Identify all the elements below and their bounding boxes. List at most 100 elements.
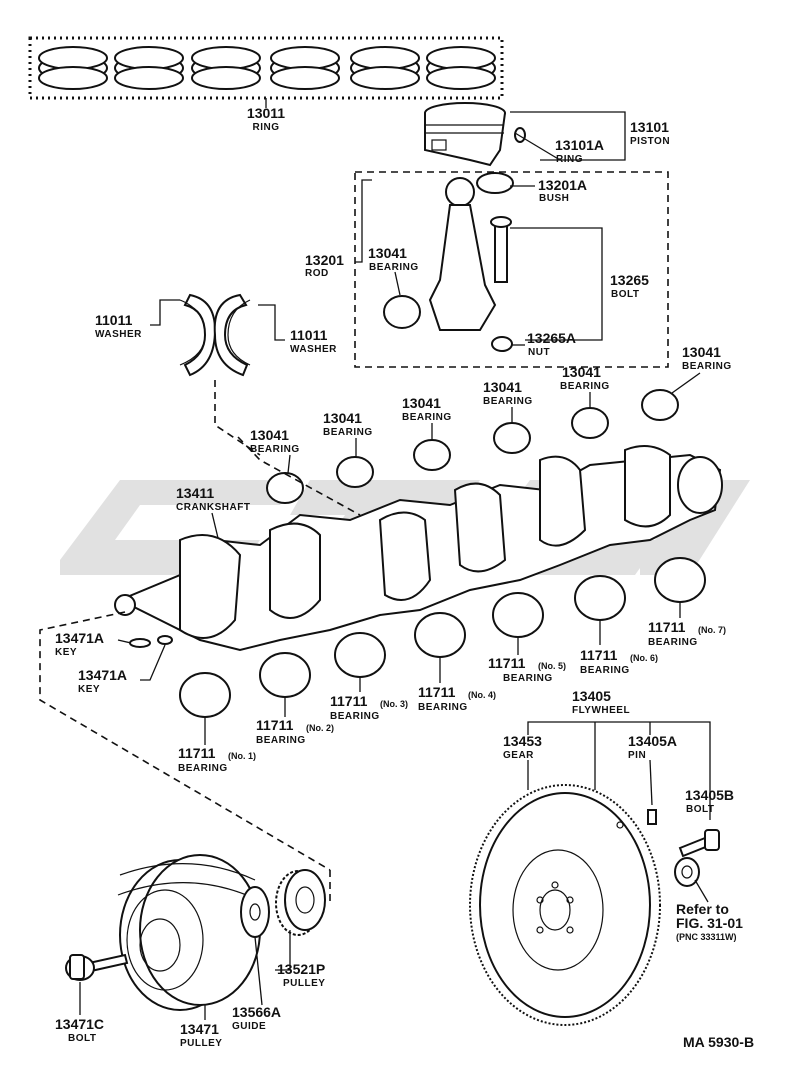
- piston-ring-part-number: 13101A: [555, 137, 604, 153]
- piston-name: PISTON: [630, 136, 670, 147]
- refer-line2: FIG. 31-01: [676, 915, 743, 931]
- main4-number: (No. 4): [468, 690, 496, 700]
- key-a-name: KEY: [55, 647, 77, 658]
- rod-bearing-name: BEARING: [369, 262, 419, 273]
- ring-set: 13011 RING: [28, 36, 504, 133]
- main2-name: BEARING: [256, 735, 306, 746]
- main2-number: (No. 2): [306, 723, 334, 733]
- pulley-group: 13471C BOLT 13471 PULLEY 13566A GUIDE 13…: [55, 854, 331, 1049]
- pin-name: PIN: [628, 750, 646, 761]
- rod-name: ROD: [305, 268, 329, 279]
- flywheel-group: 13405 FLYWHEEL 13453 GEAR 13405A PIN 134…: [469, 688, 743, 1026]
- main4-name: BEARING: [418, 702, 468, 713]
- bearing-f-name: BEARING: [682, 361, 732, 372]
- main-bearing-2: 11711 (No. 2) BEARING: [256, 652, 334, 746]
- main1-part-number: 11711: [178, 745, 216, 761]
- main3-part-number: 11711: [330, 693, 368, 709]
- flywheel-part-number: 13405: [572, 688, 611, 704]
- main3-name: BEARING: [330, 711, 380, 722]
- main5-name: BEARING: [503, 673, 553, 684]
- main6-number: (No. 6): [630, 653, 658, 663]
- main7-number: (No. 7): [698, 625, 726, 635]
- bolt-name: BOLT: [611, 289, 639, 300]
- bearing-f-part-number: 13041: [682, 344, 721, 360]
- main7-part-number: 11711: [648, 619, 686, 635]
- main-bearing-3: 11711 (No. 3) BEARING: [330, 632, 408, 722]
- washer-left-part-number: 11011: [95, 312, 133, 328]
- bearing-c-name: BEARING: [402, 412, 452, 423]
- key-b-part-number: 13471A: [78, 667, 127, 683]
- gear-part-number: 13453: [503, 733, 542, 749]
- bearing-a-part-number: 13041: [250, 427, 289, 443]
- washers: 11011 WASHER 11011 WASHER: [95, 293, 337, 456]
- main-bearing-1: 11711 (No. 1) BEARING: [178, 672, 256, 774]
- bearing-e-part-number: 13041: [562, 364, 601, 380]
- crankshaft-part-number: 13411: [176, 485, 214, 501]
- washer-left-name: WASHER: [95, 329, 142, 340]
- bearing-e-name: BEARING: [560, 381, 610, 392]
- ring-part-number: 13011: [247, 105, 285, 121]
- fly-bolt-shape: [678, 829, 720, 858]
- main5-part-number: 11711: [488, 655, 526, 671]
- flywheel-shape: [469, 784, 661, 1026]
- pulley-part-number: 13471: [180, 1021, 219, 1037]
- nut-part-number: 13265A: [527, 330, 576, 346]
- main3-number: (No. 3): [380, 699, 408, 709]
- upper-bearings: 13041 BEARING 13041 BEARING 13041 BEARIN…: [250, 344, 732, 504]
- key-a-part-number: 13471A: [55, 630, 104, 646]
- bearing-a: 13041 BEARING: [250, 427, 304, 504]
- ring-name: RING: [253, 122, 280, 133]
- fly-bolt-part-number: 13405B: [685, 787, 734, 803]
- bolt-part-number: 13265: [610, 272, 649, 288]
- bearing-a-name: BEARING: [250, 444, 300, 455]
- pin-part-number: 13405A: [628, 733, 677, 749]
- main5-number: (No. 5): [538, 661, 566, 671]
- main1-number: (No. 1): [228, 751, 256, 761]
- rod-part-number: 13201: [305, 252, 344, 268]
- bearing-c-part-number: 13041: [402, 395, 441, 411]
- bearing-b: 13041 BEARING: [323, 410, 374, 488]
- bearing-b-name: BEARING: [323, 427, 373, 438]
- bearing-c: 13041 BEARING: [402, 395, 452, 471]
- bush-name: BUSH: [539, 193, 569, 204]
- rod-shape: [383, 172, 514, 352]
- nut-name: NUT: [528, 347, 550, 358]
- small-pulley-name: PULLEY: [283, 978, 325, 989]
- main7-name: BEARING: [648, 637, 698, 648]
- crankshaft: 13411 CRANKSHAFT: [114, 436, 723, 652]
- piston-ring-name: RING: [556, 154, 583, 165]
- bearing-d: 13041 BEARING: [483, 379, 533, 454]
- crankshaft-name: CRANKSHAFT: [176, 502, 250, 513]
- washer-right-name: WASHER: [290, 344, 337, 355]
- ring-stack: [38, 46, 496, 90]
- gear-name: GEAR: [503, 750, 534, 761]
- bearing-f: 13041 BEARING: [641, 344, 732, 421]
- main-bearing-4: 11711 (No. 4) BEARING: [414, 612, 496, 713]
- piston-group: 13101 PISTON 13101A RING: [424, 102, 670, 167]
- key-b-name: KEY: [78, 684, 100, 695]
- pulley-bolt-name: BOLT: [68, 1033, 96, 1044]
- main6-name: BEARING: [580, 665, 630, 676]
- fly-bolt-name: BOLT: [686, 804, 714, 815]
- main-bearing-5: 11711 (No. 5) BEARING: [488, 592, 566, 684]
- main4-part-number: 11711: [418, 684, 456, 700]
- rod-bearing-part-number: 13041: [368, 245, 407, 261]
- guide-name: GUIDE: [232, 1021, 266, 1032]
- main-bearing-7: 11711 (No. 7) BEARING: [648, 557, 726, 648]
- pulley-shape: [117, 854, 261, 1011]
- bearing-d-part-number: 13041: [483, 379, 522, 395]
- piston-part-number: 13101: [630, 119, 669, 135]
- main2-part-number: 11711: [256, 717, 294, 733]
- refer-line1: Refer to: [676, 901, 729, 917]
- main-bearing-6: 11711 (No. 6) BEARING: [574, 575, 658, 676]
- rod-assembly: 13201A BUSH 13201 ROD 13041 BEARING 1326…: [305, 171, 669, 368]
- piston-shape: [424, 102, 526, 167]
- refer-line3: (PNC 33311W): [676, 932, 737, 942]
- main1-name: BEARING: [178, 763, 228, 774]
- guide-shape: [240, 886, 270, 938]
- pulley-name: PULLEY: [180, 1038, 222, 1049]
- pulley-bolt-part-number: 13471C: [55, 1016, 104, 1032]
- main-bearings: 11711 (No. 1) BEARING 11711 (No. 2) BEAR…: [178, 557, 726, 774]
- bearing-d-name: BEARING: [483, 396, 533, 407]
- guide-part-number: 13566A: [232, 1004, 281, 1020]
